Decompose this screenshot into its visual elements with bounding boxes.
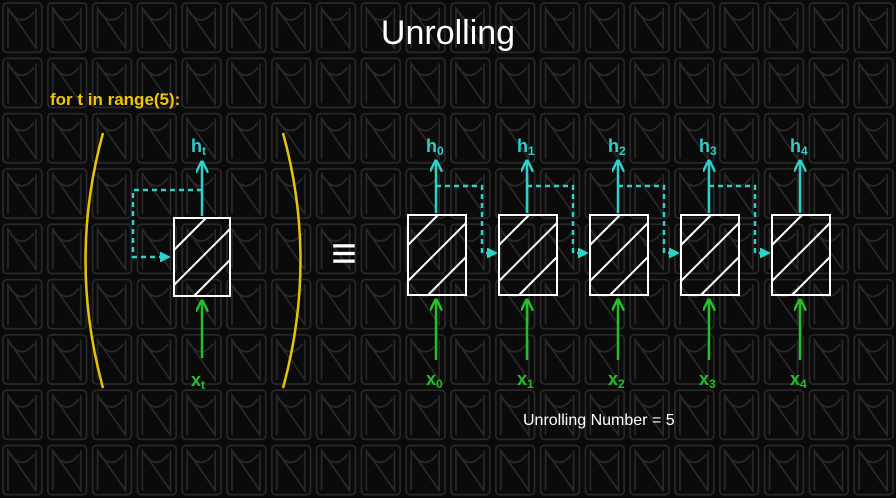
unrolling-number-label: Unrolling Number = 5 xyxy=(523,412,675,429)
rnn-cell-icon xyxy=(771,214,831,296)
output-label: h3 xyxy=(699,136,717,158)
rolled-input-label: xt xyxy=(191,370,205,392)
output-label: h4 xyxy=(790,136,808,158)
unrolled-rnn: h0 x0 h1 x1 h2 x2 h3 x3 h4 x4 xyxy=(407,136,831,391)
output-label: h1 xyxy=(517,136,535,158)
unrolled-step-3: h3 x3 xyxy=(680,136,768,391)
recurrent-connection-arrow-icon xyxy=(527,184,586,253)
recurrent-connection-arrow-icon xyxy=(709,184,768,253)
code-line: for t in range(5): xyxy=(50,90,181,109)
input-label: x2 xyxy=(608,369,625,391)
recurrent-connection-arrow-icon xyxy=(436,184,495,253)
right-bracket-icon xyxy=(281,132,302,389)
page-title: Unrolling xyxy=(380,14,516,52)
unrolled-step-0: h0 x0 xyxy=(407,136,495,391)
rolled-output-label: ht xyxy=(191,136,206,158)
rnn-cell-icon xyxy=(589,214,649,296)
input-label: x0 xyxy=(426,369,443,391)
rolled-rnn: ht xt xyxy=(84,132,302,392)
input-label: x3 xyxy=(699,369,716,391)
rnn-cell-icon xyxy=(173,217,231,297)
unrolled-step-1: h1 x1 xyxy=(498,136,586,391)
equivalence-symbol: ≡ xyxy=(331,229,357,278)
recurrent-loop-arrow-icon xyxy=(131,188,202,257)
input-label: x4 xyxy=(790,369,807,391)
left-bracket-icon xyxy=(84,132,105,389)
unrolled-step-2: h2 x2 xyxy=(589,136,677,391)
rnn-cell-icon xyxy=(498,214,558,296)
unrolled-step-4: h4 x4 xyxy=(771,136,831,391)
output-label: h2 xyxy=(608,136,626,158)
rnn-cell-icon xyxy=(680,214,740,296)
output-label: h0 xyxy=(426,136,444,158)
input-label: x1 xyxy=(517,369,534,391)
recurrent-connection-arrow-icon xyxy=(618,184,677,253)
rnn-cell-icon xyxy=(407,214,467,296)
